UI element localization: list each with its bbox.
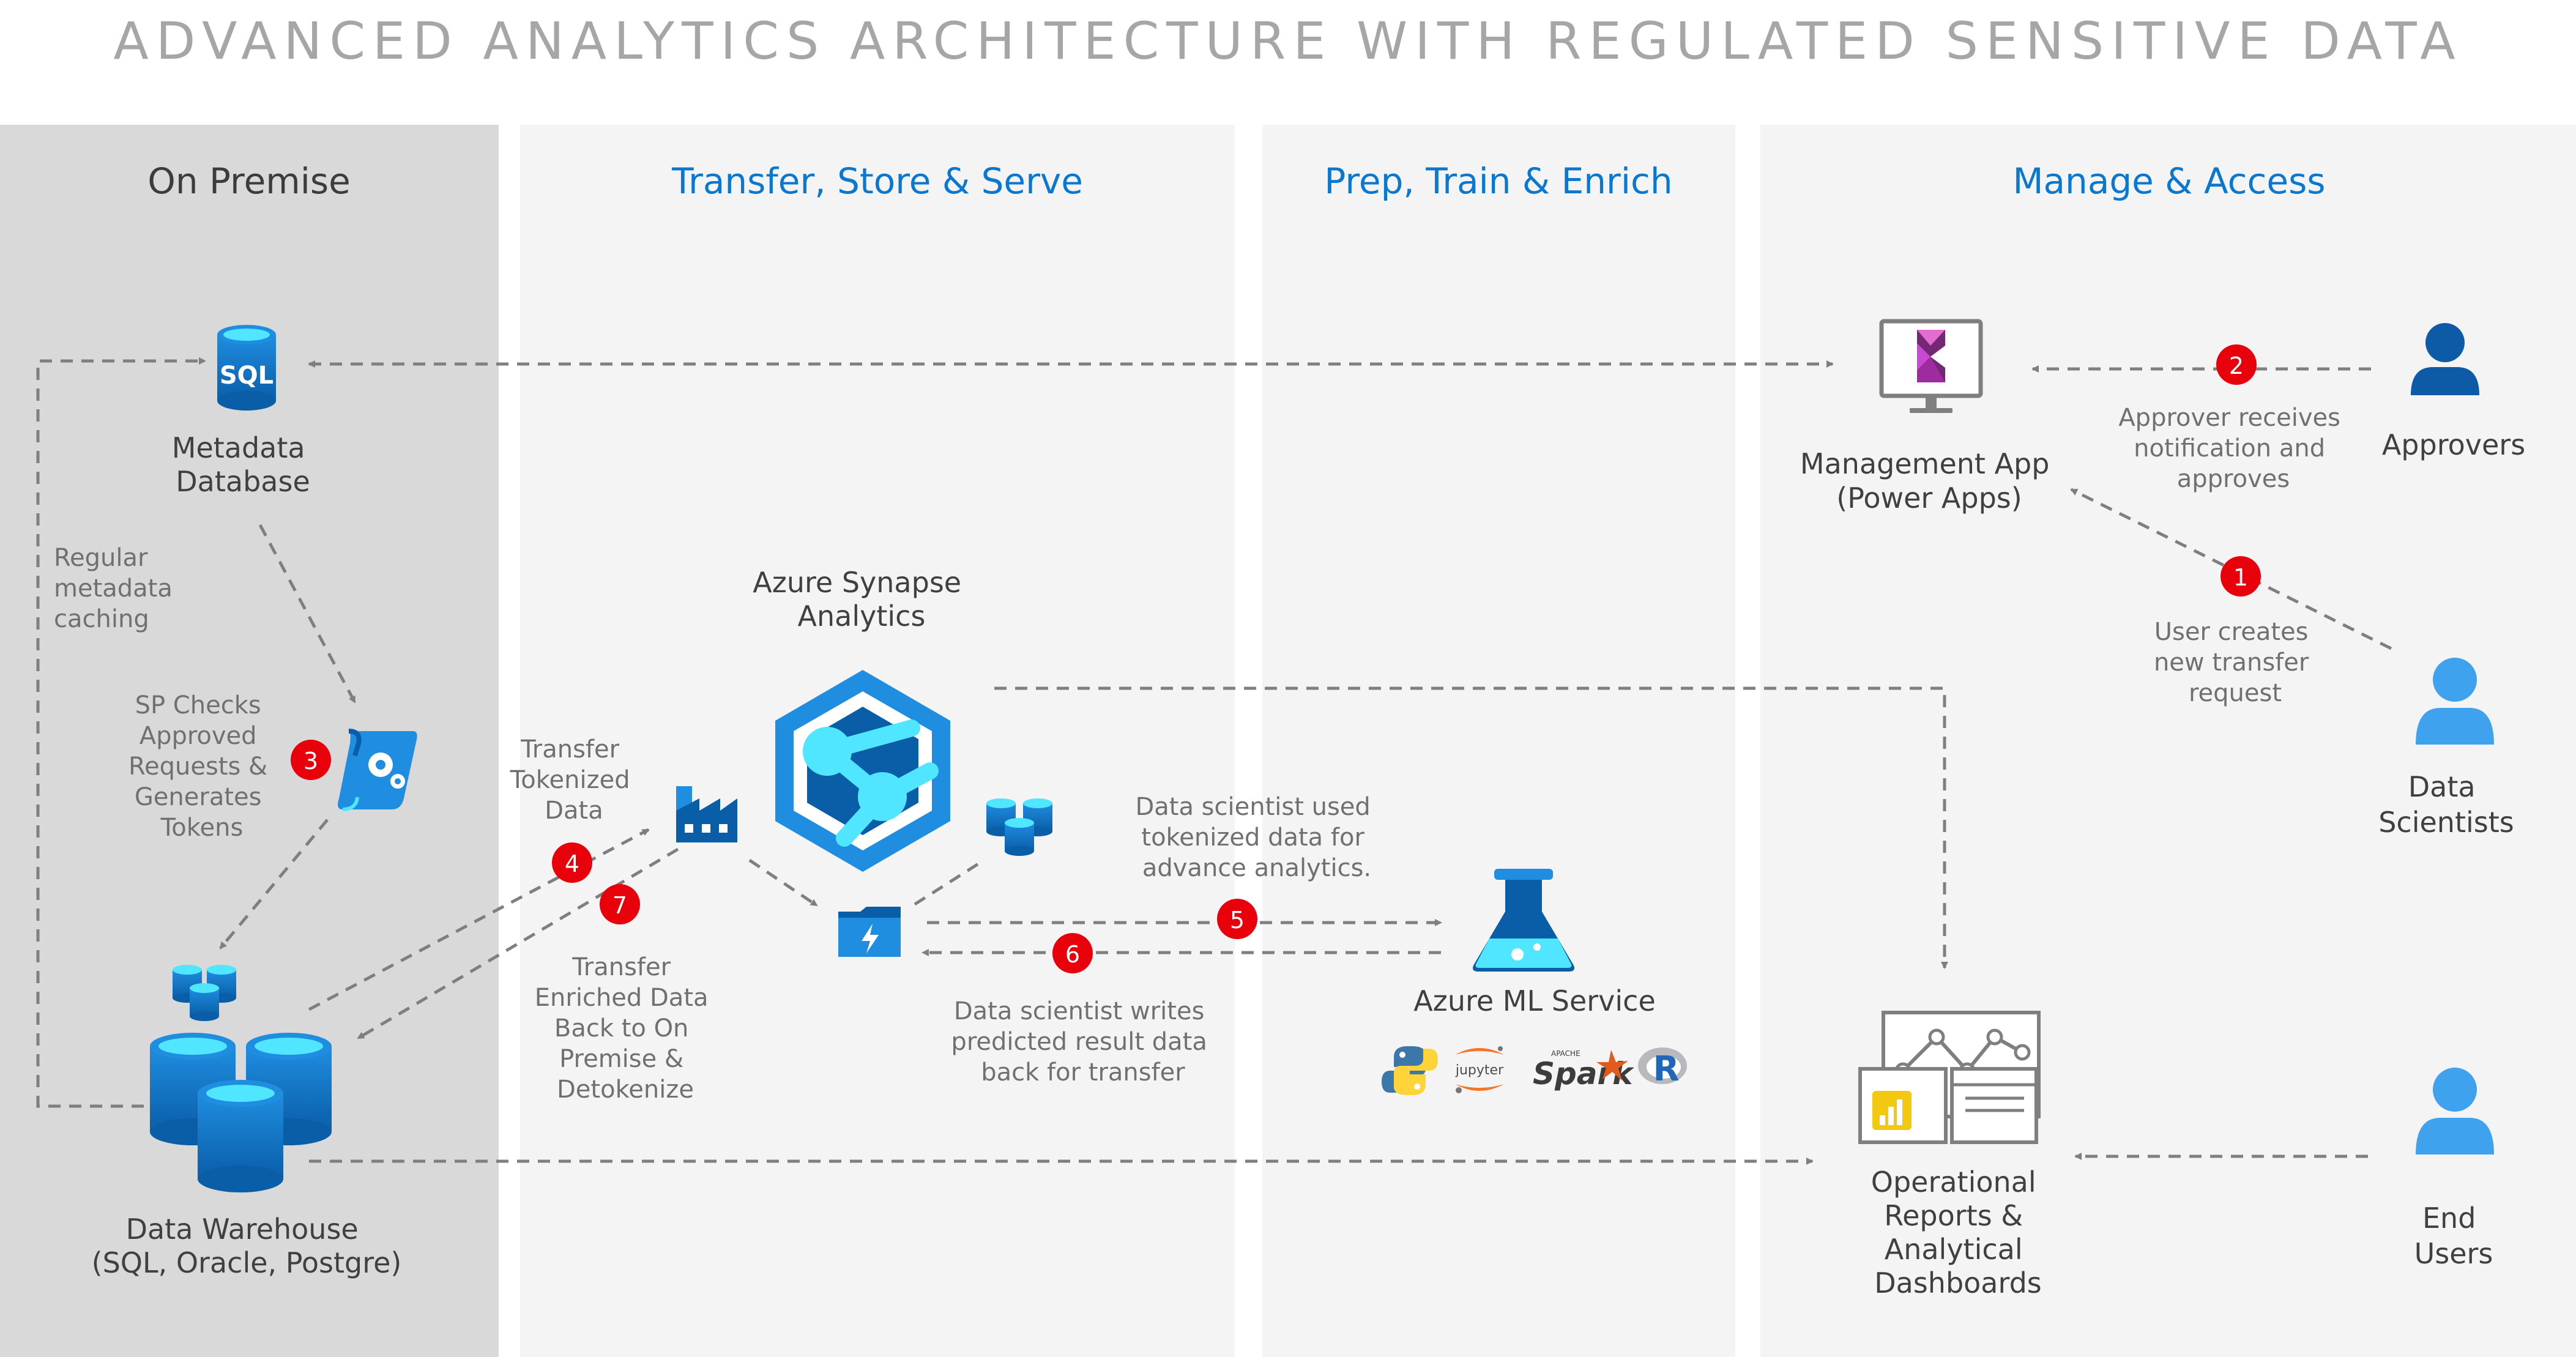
approvers-label: Approvers	[2382, 428, 2525, 461]
arrow-ingest-to-datalake	[748, 858, 818, 907]
synapse-analytics-icon	[775, 670, 950, 872]
connectors	[36, 357, 2392, 1165]
step-badge-2: 2	[2216, 344, 2257, 385]
data-factory-icon	[676, 786, 737, 842]
jupyter-logo-icon: jupyter	[1455, 1046, 1504, 1093]
svg-text:jupyter: jupyter	[1455, 1063, 1504, 1078]
svg-text:5: 5	[1230, 907, 1245, 934]
svg-text:3: 3	[303, 748, 318, 775]
step-badge-5: 5	[1217, 899, 1257, 939]
approvers-user-icon	[2411, 323, 2479, 395]
svg-text:6: 6	[1065, 941, 1080, 968]
svg-text:SQL: SQL	[220, 362, 274, 390]
management-app-monitor-icon	[1879, 319, 1983, 413]
zone-prep-bg	[1262, 125, 1735, 1357]
metadata-database-label: Metadata Database	[172, 431, 314, 498]
data-scientists-label: Data Scientists	[2378, 770, 2514, 839]
stored-procedure-note: SP Checks Approved Requests & Generates …	[128, 691, 275, 842]
svg-text:1: 1	[2233, 564, 2248, 591]
zone-prep-heading: Prep, Train & Enrich	[1324, 160, 1672, 202]
step-badge-1: 1	[2220, 556, 2261, 597]
data-warehouse-label: Data Warehouse (SQL, Oracle, Postgre)	[92, 1213, 402, 1279]
approver-receives-note: Approver receives notification and appro…	[2118, 404, 2348, 493]
svg-text:4: 4	[565, 850, 579, 877]
ml-flask-icon	[1473, 869, 1574, 972]
data-scientists-user-icon	[2416, 658, 2494, 745]
data-scientist-used-note: Data scientist used tokenized data for a…	[1135, 793, 1378, 882]
dashboards-icon	[1858, 1011, 2041, 1144]
transfer-tokenized-note: Transfer Tokenized Data	[510, 735, 638, 825]
data-lake-folder-icon	[838, 907, 901, 957]
management-app-label: Management App (Power Apps)	[1800, 447, 2058, 515]
storage-icon	[986, 798, 1052, 856]
arrow-datalake-to-storage	[914, 860, 983, 906]
svg-text:2: 2	[2229, 352, 2244, 379]
r-logo-icon: R	[1638, 1047, 1687, 1089]
svg-text:R: R	[1653, 1049, 1679, 1089]
spark-logo-icon: APACHE Spark	[1533, 1049, 1634, 1091]
arrow-metadata-to-sp	[258, 524, 357, 704]
synapse-label: Azure Synapse Analytics	[753, 566, 970, 633]
diagram-title: ADVANCED ANALYTICS ARCHITECTURE WITH REG…	[113, 11, 2462, 71]
zone-manage-heading: Manage & Access	[2012, 160, 2325, 202]
ml-service-label: Azure ML Service	[1413, 984, 1656, 1017]
step-badge-4: 4	[552, 842, 592, 883]
svg-text:7: 7	[612, 892, 627, 919]
arrow-synapse-to-dashboards	[994, 686, 1948, 969]
user-creates-note: User creates new transfer request	[2154, 618, 2317, 707]
arrow-caching-loop	[36, 357, 206, 1108]
end-users-user-icon	[2416, 1068, 2494, 1154]
step-badge-7: 7	[600, 884, 640, 924]
step-badge-3: 3	[291, 740, 331, 780]
caching-note: Regular metadata caching	[54, 544, 181, 633]
arrow-sp-to-warehouse	[219, 819, 329, 950]
end-users-label: End Users	[2414, 1202, 2493, 1270]
data-warehouse-icon	[150, 965, 332, 1192]
data-scientist-writes-note: Data scientist writes predicted result d…	[951, 997, 1215, 1087]
sql-database-icon: SQL	[217, 325, 276, 411]
python-logo-icon	[1382, 1046, 1438, 1095]
transfer-enriched-note: Transfer Enriched Data Back to On Premis…	[535, 953, 716, 1104]
stored-procedure-icon	[338, 729, 417, 811]
svg-text:APACHE: APACHE	[1551, 1049, 1580, 1058]
zone-transfer-heading: Transfer, Store & Serve	[671, 160, 1083, 202]
arrow-datascientists-to-management	[2070, 488, 2392, 650]
zone-on-premise-heading: On Premise	[147, 160, 351, 202]
dashboards-label: Operational Reports & Analytical Dashboa…	[1871, 1166, 2046, 1299]
step-badges: 1 2 3 4 5 6 7	[291, 344, 2261, 973]
step-badge-6: 6	[1052, 933, 1093, 973]
